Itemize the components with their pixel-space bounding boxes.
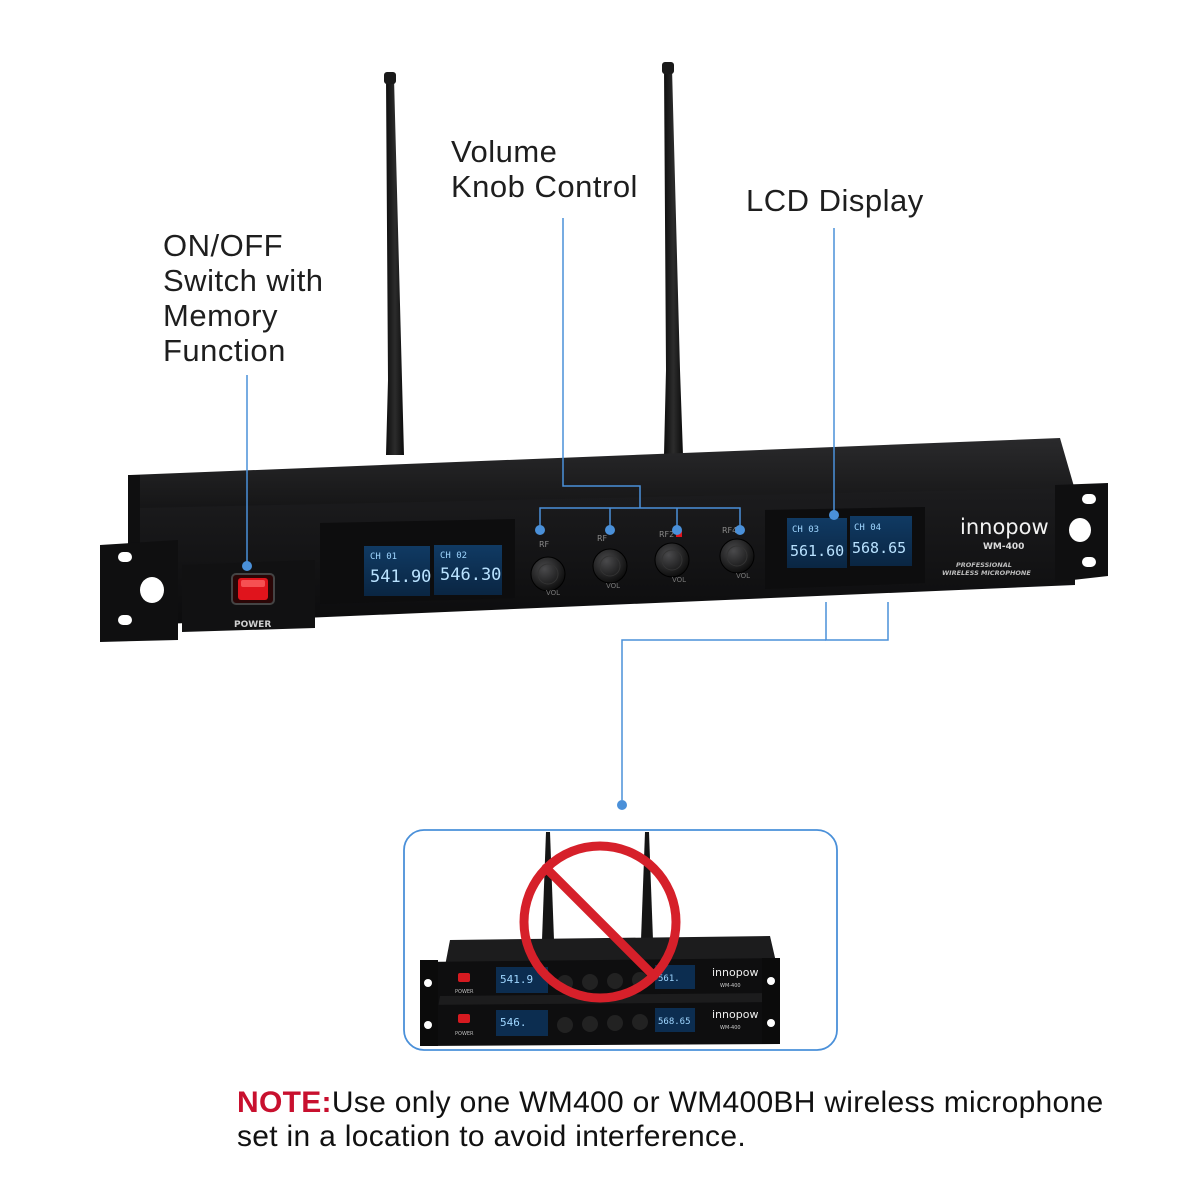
brand-logo: innopow [960,515,1049,539]
note-lead: NOTE: [237,1086,332,1119]
lcd-channel-4: CH 04 [854,523,881,533]
lcd-channel-3: CH 03 [792,525,819,535]
volume-callout-line-1: Volume [451,134,558,169]
rf-label-4: RF4 [722,526,737,535]
inset-power-bottom: POWER [455,1031,474,1037]
interference-note: NOTE:Use only one WM400 or WM400BH wirel… [237,1086,1137,1154]
lcd-display-left: CH 01 541.90 CH 02 546.30 [364,545,502,596]
power-callout-line-1: ON/OFF [163,228,284,263]
volume-knob-4[interactable] [719,538,755,574]
antenna-right [662,62,683,455]
volume-knob-3[interactable] [654,542,690,578]
model-label: WM-400 [983,542,1024,552]
lcd-display-callout: LCD Display [746,183,924,218]
callout-dot-knob-2 [605,525,615,535]
rack-ear-left [100,540,178,642]
inset-freq-b: 546. [500,1016,527,1029]
vol-label-4: VOL [736,572,750,580]
callout-dot-warning [617,800,627,810]
inset-brand-bottom: innopow [712,1008,758,1021]
callout-lines [246,218,889,800]
antenna-left [384,72,404,455]
volume-knob-2[interactable] [592,548,628,584]
rf-label-3: RF2 [659,530,674,539]
rf-label-2: RF [597,534,608,543]
callout-dot-knob-1 [535,525,545,535]
inset-model-top: WM-400 [720,983,741,989]
power-switch-callout: ON/OFF Switch with Memory Function [163,228,324,368]
power-label: POWER [234,620,271,630]
callout-dot-power [242,561,252,571]
callout-dot-lcd [829,510,839,520]
callout-dot-knob-4 [735,525,745,535]
lcd-channel-2: CH 02 [440,551,467,561]
lcd-freq-2: 546.30 [440,565,501,585]
rf-label-1: RF [539,540,550,549]
volume-knob-1[interactable] [530,556,566,592]
subtitle-line-1: PROFESSIONAL [956,561,1012,569]
lcd-freq-1: 541.90 [370,567,431,587]
lcd-freq-4: 568.65 [852,539,906,557]
power-switch[interactable] [231,573,275,605]
vol-label-3: VOL [672,576,686,584]
inset-freq-d: 568.65 [658,1017,691,1027]
volume-knob-callout: Volume Knob Control [451,134,638,204]
lcd-channel-1: CH 01 [370,552,397,562]
lcd-callout-label: LCD Display [746,183,924,218]
subtitle-line-2: WIRELESS MICROPHONE [942,569,1031,577]
inset-model-bottom: WM-400 [720,1025,741,1031]
power-callout-line-4: Function [163,333,286,368]
inset-freq-c: 561. [658,974,680,984]
inset-power-top: POWER [455,989,474,995]
lcd-freq-3: 561.60 [790,542,844,560]
inset-freq-a: 541.9 [500,973,533,986]
vol-label-2: VOL [606,582,620,590]
volume-callout-line-2: Knob Control [451,169,638,204]
power-callout-line-3: Memory [163,298,278,333]
prohibition-icon [519,841,681,1003]
power-callout-line-2: Switch with [163,263,324,298]
stacked-receivers-image [420,832,780,1046]
note-text: Use only one WM400 or WM400BH wireless m… [237,1086,1104,1153]
lcd-display-right: CH 03 561.60 CH 04 568.65 [787,516,912,568]
vol-label-1: VOL [546,589,560,597]
inset-brand-top: innopow [712,966,758,979]
callout-dot-knob-3 [672,525,682,535]
